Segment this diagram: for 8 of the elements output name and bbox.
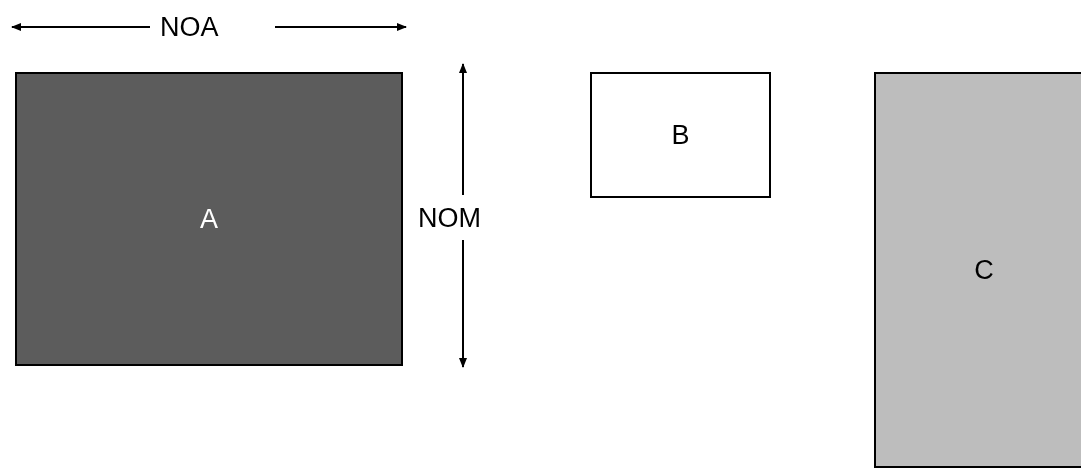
box-label: C [974,254,994,286]
shape-box [590,72,771,198]
shape-box [874,72,1081,468]
box-label: A [200,203,218,235]
dimension-label: NOM [418,203,481,233]
box-label: B [671,119,690,151]
dimension-label: NOA [160,12,219,42]
shape-box [15,72,403,366]
